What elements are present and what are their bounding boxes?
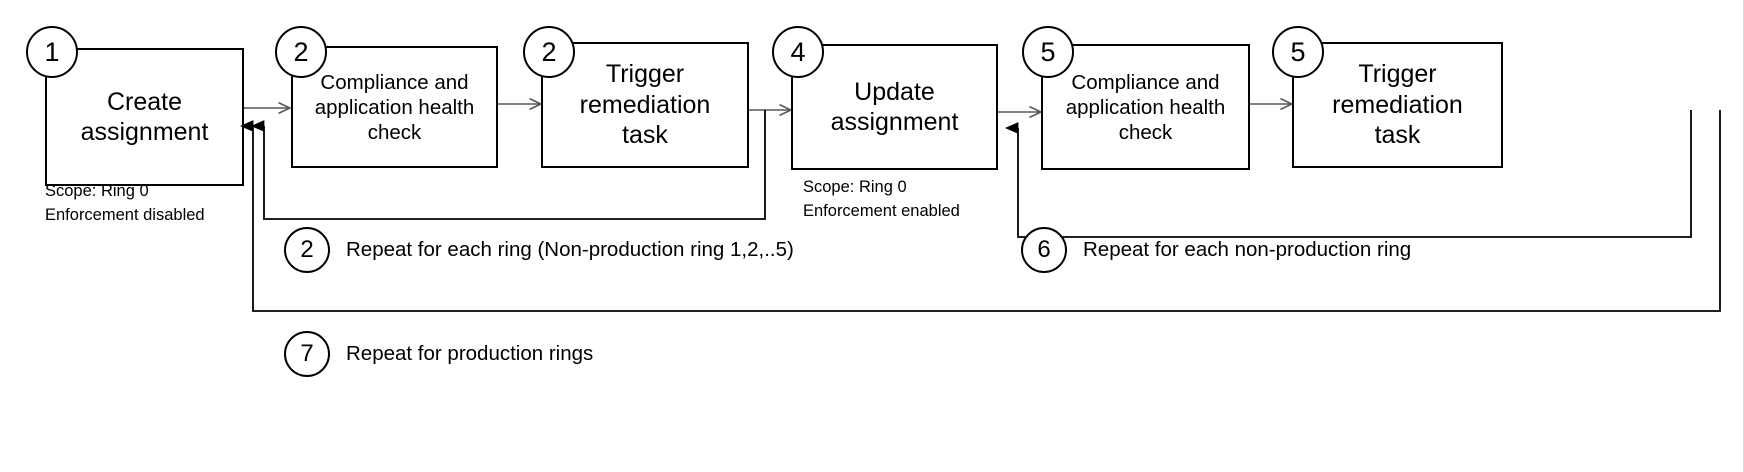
loop-repeat-each-ring [251,110,766,220]
legend-badge-2-number: 2 [300,236,314,263]
legend-badge-2: 2 [284,227,330,273]
step-badge-1-number: 1 [44,36,60,67]
legend-repeat-non-production: 6 Repeat for each non-production ring [1021,227,1411,273]
legend-repeat-production: 7 Repeat for production rings [284,331,593,377]
step-badge-2-trigger: 2 [523,26,575,78]
legend-repeat-non-production-text: Repeat for each non-production ring [1083,237,1412,261]
node-trigger-remediation-2-label: Trigger remediation task [1332,60,1463,150]
node-trigger-remediation-1-label: Trigger remediation task [579,60,711,150]
node-compliance-check-2[interactable]: Compliance and application health check [1041,44,1250,170]
node-create-assignment[interactable]: Create assignment [45,48,244,186]
step-badge-5-compliance: 5 [1022,26,1074,78]
step-badge-2-compliance: 2 [275,26,327,78]
loop-repeat-production-rings [240,110,1721,312]
node-compliance-check-2-label: Compliance and application health check [1065,70,1226,144]
node-compliance-check-1-label: Compliance and application health check [314,70,475,144]
step-badge-4-number: 4 [790,36,806,67]
legend-repeat-each-ring: 2 Repeat for each ring (Non-production r… [284,227,794,273]
node-compliance-check-1[interactable]: Compliance and application health check [291,46,498,168]
legend-badge-7: 7 [284,331,330,377]
legend-badge-6: 6 [1021,227,1067,273]
scope-note-left: Scope: Ring 0 Enforcement disabled [45,182,205,224]
step-badge-2-compliance-number: 2 [293,36,309,67]
loop-repeat-non-production-ring [1005,110,1692,238]
node-create-assignment-label: Create assignment [80,87,209,147]
step-badge-5-trigger-number: 5 [1290,36,1306,67]
step-badge-4: 4 [772,26,824,78]
scope-note-right: Scope: Ring 0 Enforcement enabled [803,178,960,220]
legend-repeat-each-ring-text: Repeat for each ring (Non-production rin… [346,237,794,261]
step-badge-2-trigger-number: 2 [541,36,557,67]
step-badge-5-compliance-number: 5 [1040,36,1056,67]
step-badge-5-trigger: 5 [1272,26,1324,78]
step-badge-1: 1 [26,26,78,78]
legend-badge-7-number: 7 [300,340,314,367]
node-trigger-remediation-1[interactable]: Trigger remediation task [541,42,749,168]
legend-repeat-production-text: Repeat for production rings [346,341,594,365]
node-update-assignment[interactable]: Update assignment [791,44,998,170]
node-trigger-remediation-2[interactable]: Trigger remediation task [1292,42,1503,168]
node-update-assignment-label: Update assignment [830,77,959,137]
legend-badge-6-number: 6 [1037,236,1051,263]
